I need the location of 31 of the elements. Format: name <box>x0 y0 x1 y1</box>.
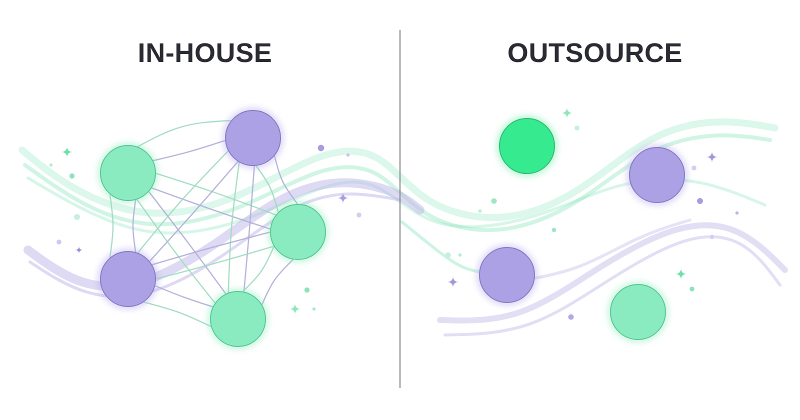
connector-line <box>109 194 114 258</box>
connector-line <box>132 200 136 252</box>
connector-line <box>156 172 276 216</box>
connector-line <box>261 259 294 305</box>
connector-line <box>154 285 213 308</box>
connector-line <box>137 150 229 254</box>
panel-heading: OUTSOURCE <box>507 37 683 69</box>
connector-line <box>256 165 279 212</box>
connector-line <box>156 246 274 280</box>
circle-node <box>210 291 266 347</box>
connector-line <box>243 166 256 292</box>
connector-line <box>136 199 216 304</box>
connector-line <box>228 162 240 293</box>
circle-node <box>499 118 555 174</box>
circle-node <box>629 147 685 203</box>
connector-line <box>153 140 226 162</box>
connector-line <box>274 156 298 204</box>
circle-node <box>270 204 326 260</box>
circle-node <box>610 284 666 340</box>
connector-line <box>151 187 270 230</box>
circle-node <box>225 110 281 166</box>
connector-line <box>148 191 226 294</box>
connector-line <box>137 120 232 148</box>
connector-line <box>144 301 212 328</box>
connector-line <box>152 231 270 266</box>
connector-line <box>149 161 238 262</box>
circle-node <box>479 247 535 303</box>
panel-heading: IN-HOUSE <box>138 37 272 69</box>
circle-node <box>100 145 156 201</box>
connector-line <box>242 246 275 292</box>
circle-node <box>100 251 156 307</box>
